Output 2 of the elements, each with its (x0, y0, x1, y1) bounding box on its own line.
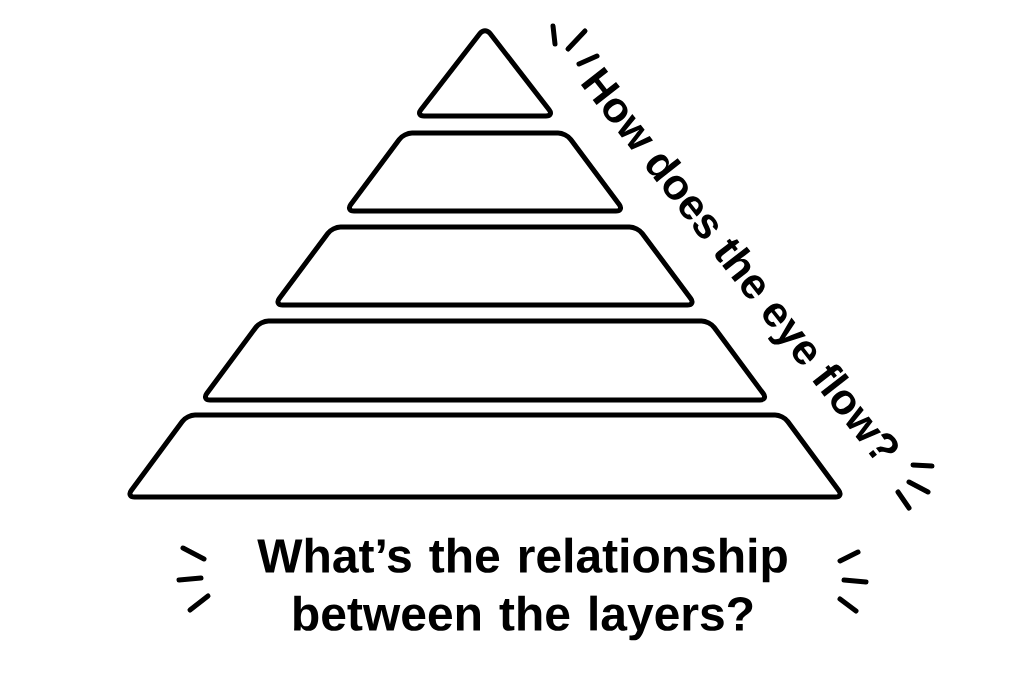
pyramid-top (417, 28, 553, 119)
question-text: What’s the relationship between the layers? (257, 537, 787, 641)
